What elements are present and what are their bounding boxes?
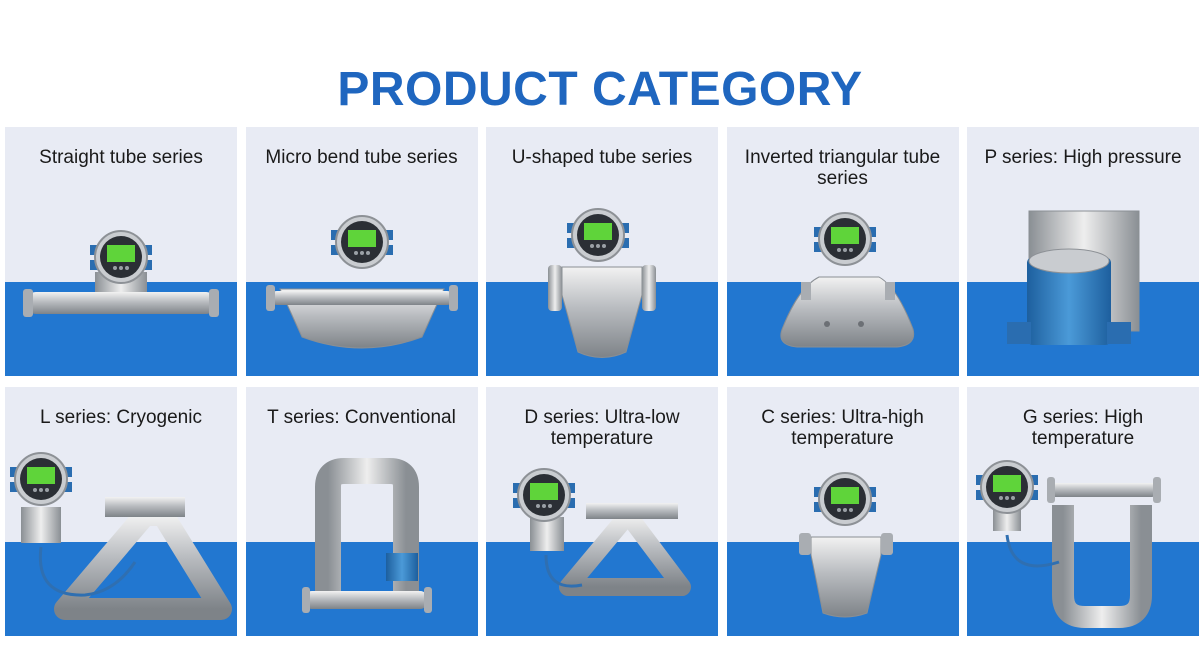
card-band bbox=[245, 542, 478, 636]
page-title: PRODUCT CATEGORY bbox=[337, 63, 863, 117]
category-card-l-series[interactable]: L series: Cryogenic bbox=[5, 387, 237, 636]
micro-bend-flowmeter-icon bbox=[265, 215, 458, 349]
ultra-low-temp-flowmeter-icon bbox=[512, 468, 691, 596]
category-label: Straight tube series bbox=[39, 147, 203, 168]
u-shaped-flowmeter-icon bbox=[548, 208, 656, 358]
high-pressure-flowmeter-icon bbox=[1007, 210, 1140, 345]
category-label: P series: High pressure bbox=[984, 147, 1182, 168]
ultra-high-temp-flowmeter-icon bbox=[798, 472, 893, 618]
category-card-u-shaped[interactable]: U-shaped tube series bbox=[486, 127, 718, 376]
category-label: Inverted triangular tube series bbox=[744, 147, 941, 189]
category-grid: Straight tube series Micro bend tube ser… bbox=[5, 127, 1199, 636]
category-label: L series: Cryogenic bbox=[40, 407, 202, 428]
category-card-d-series[interactable]: D series: Ultra-low temperature bbox=[486, 387, 718, 636]
category-card-c-series[interactable]: C series: Ultra-high temperature bbox=[726, 387, 959, 636]
category-card-t-series[interactable]: T series: Conventional bbox=[245, 387, 478, 636]
cryogenic-flowmeter-icon bbox=[9, 452, 232, 620]
category-label: U-shaped tube series bbox=[511, 147, 693, 168]
category-label: Micro bend tube series bbox=[265, 147, 458, 168]
category-card-g-series[interactable]: G series: High temperature bbox=[967, 387, 1199, 636]
triangular-flowmeter-icon bbox=[779, 212, 914, 348]
category-label: T series: Conventional bbox=[267, 407, 456, 428]
conventional-flowmeter-icon bbox=[301, 458, 432, 613]
category-card-inverted-triangular[interactable]: Inverted triangular tube series bbox=[726, 127, 959, 376]
straight-tube-flowmeter-icon bbox=[23, 230, 219, 317]
high-temp-flowmeter-icon bbox=[975, 460, 1161, 628]
category-label: D series: Ultra-low temperature bbox=[524, 407, 680, 449]
category-card-p-series[interactable]: P series: High pressure bbox=[967, 127, 1199, 376]
category-label: C series: Ultra-high temperature bbox=[761, 407, 924, 449]
category-label: G series: High temperature bbox=[1022, 407, 1144, 449]
category-card-straight-tube[interactable]: Straight tube series bbox=[5, 127, 237, 376]
category-card-micro-bend[interactable]: Micro bend tube series bbox=[245, 127, 478, 376]
